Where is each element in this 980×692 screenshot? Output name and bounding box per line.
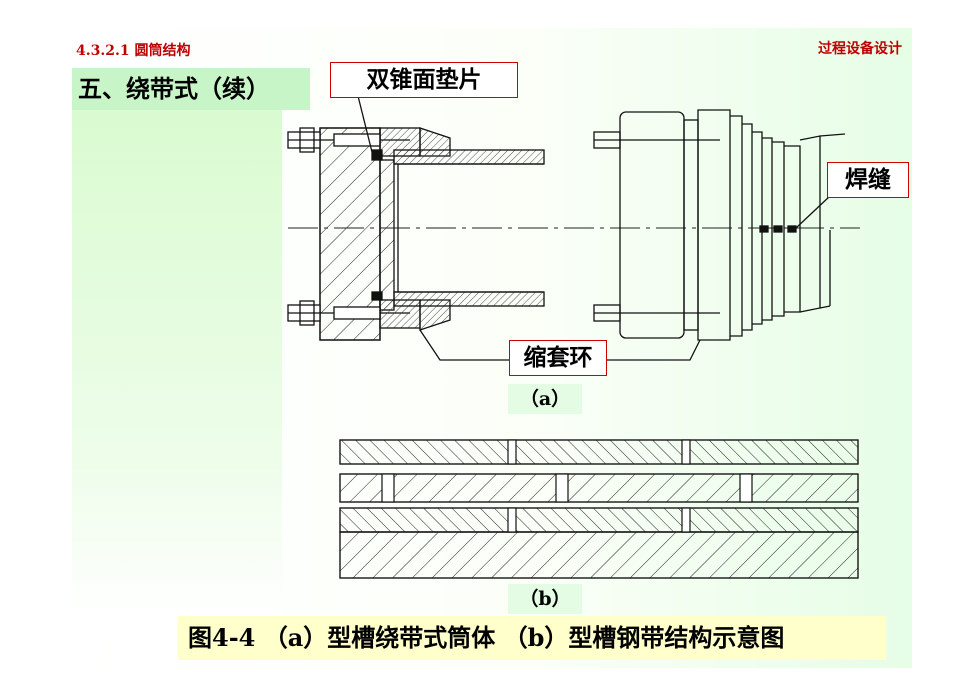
drawing-b-strip: [339, 439, 859, 579]
section-number: 4.3.2.1 圆筒结构: [76, 43, 191, 59]
drawing-a-right-view: [593, 109, 846, 361]
sublabel-a: （a）: [508, 384, 582, 414]
page-title: 五、绕带式（续）: [72, 68, 310, 110]
gasket-label: 双锥面垫片: [330, 62, 518, 98]
shrink-ring-label: 缩套环: [509, 340, 607, 376]
slide-green-band: [72, 100, 282, 620]
sublabel-b: （b）: [508, 584, 582, 614]
drawing-a-left-section: [287, 95, 545, 361]
figure-caption: 图4-4 （a）型槽绕带式筒体 （b）型槽钢带结构示意图: [178, 616, 886, 660]
course-title: 过程设备设计: [818, 41, 902, 57]
weld-label: 焊缝: [827, 162, 909, 198]
